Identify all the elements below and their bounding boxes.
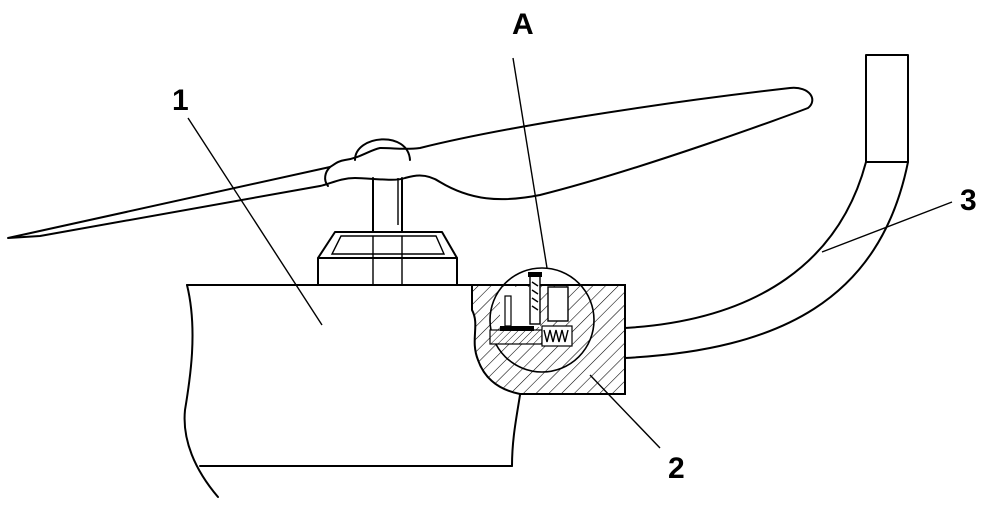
label-2: 2: [668, 452, 685, 485]
main-body: [183, 284, 521, 498]
rotor-blade: [7, 86, 814, 239]
rotor-hub: [354, 138, 411, 233]
label-a: A: [512, 8, 534, 41]
detail-circle: [489, 267, 595, 373]
mount-base: [317, 231, 458, 286]
leader-lines: [187, 57, 953, 449]
label-1: 1: [172, 84, 189, 117]
curved-hook: [624, 54, 909, 359]
label-3: 3: [960, 184, 977, 217]
